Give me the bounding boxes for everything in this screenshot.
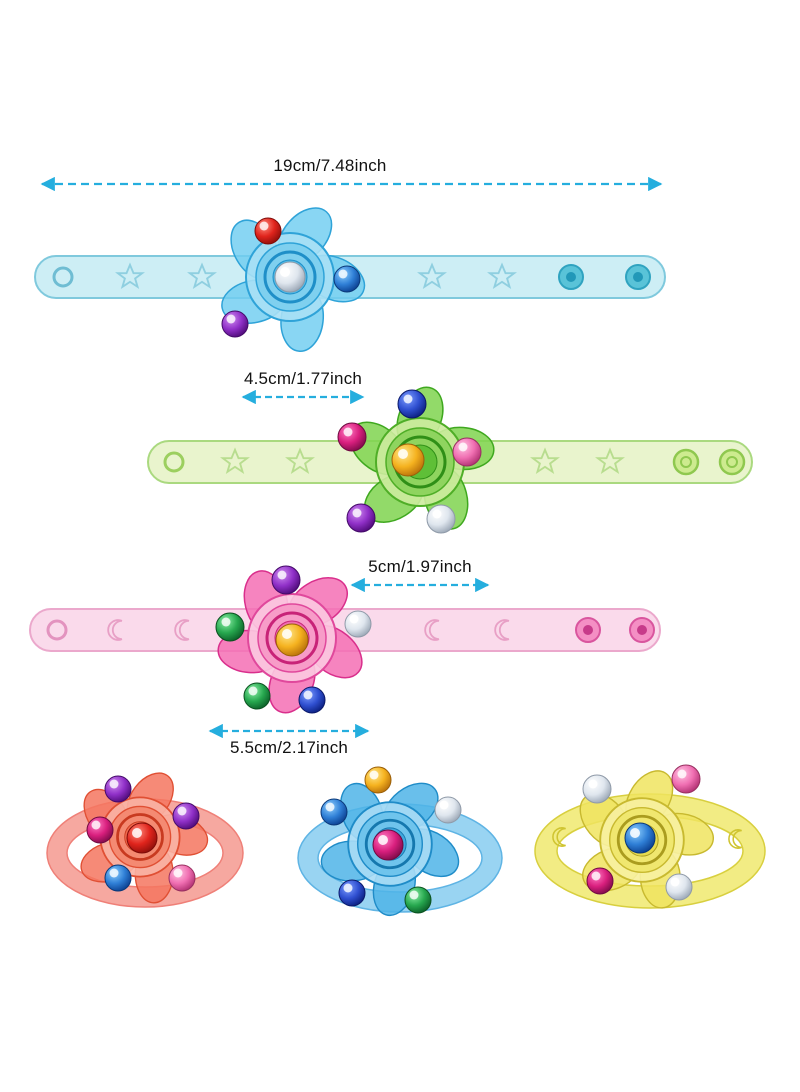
gem-white — [344, 610, 372, 638]
gem-white — [426, 504, 456, 534]
gem-blue — [338, 879, 366, 907]
gem-yellow-center — [275, 623, 309, 657]
gem-magenta-center — [372, 829, 404, 861]
bracelet-pink-spinner — [215, 565, 372, 714]
dimension-label-blue-spinner: 4.5cm/1.77inch — [243, 369, 363, 388]
bracelet-green-spinner — [337, 386, 495, 534]
gem-white — [582, 774, 612, 804]
gem-yellow-center — [391, 443, 425, 477]
bracelet-orange-worn — [46, 772, 244, 908]
gem-purple — [104, 775, 132, 803]
gem-blue-center — [624, 822, 656, 854]
gem-pink — [168, 864, 196, 892]
gem-purple — [271, 565, 301, 595]
gem-white — [434, 796, 462, 824]
bracelet-yellow-worn — [534, 764, 766, 909]
gem-royal-blue — [298, 686, 326, 714]
gem-green — [404, 886, 432, 914]
gem-green — [243, 682, 271, 710]
snap-button — [575, 617, 601, 643]
snap-button — [718, 448, 746, 476]
gem-magenta — [337, 422, 367, 452]
gem-magenta — [86, 816, 114, 844]
gem-white — [665, 873, 693, 901]
bracelet-green-flat — [147, 386, 753, 534]
gem-pink — [671, 764, 701, 794]
gem-purple — [346, 503, 376, 533]
gem-red — [254, 217, 282, 245]
gem-magenta — [586, 867, 614, 895]
gem-red-center — [126, 822, 158, 854]
gem-pink — [452, 437, 482, 467]
snap-button — [629, 617, 655, 643]
dimension-label-overall: 19cm/7.48inch — [273, 156, 387, 175]
gem-blue — [104, 864, 132, 892]
snap-button — [625, 264, 651, 290]
gem-purple — [172, 802, 200, 830]
gem-white-center — [274, 261, 306, 293]
bracelet-blue-worn — [297, 766, 503, 917]
dimension-label-pink-spinner: 5.5cm/2.17inch — [229, 738, 349, 757]
gem-green — [215, 612, 245, 642]
dimension-label-green-spinner: 5cm/1.97inch — [368, 557, 472, 576]
gem-blue — [320, 798, 348, 826]
gem-yellow — [364, 766, 392, 794]
bracelet-blue-flat — [34, 207, 666, 352]
gem-royal-blue — [397, 389, 427, 419]
snap-button — [672, 448, 700, 476]
gem-blue — [333, 265, 361, 293]
bracelet-pink-flat — [29, 565, 661, 714]
bracelet-blue-spinner — [221, 207, 366, 352]
snap-button — [558, 264, 584, 290]
gem-purple — [221, 310, 249, 338]
